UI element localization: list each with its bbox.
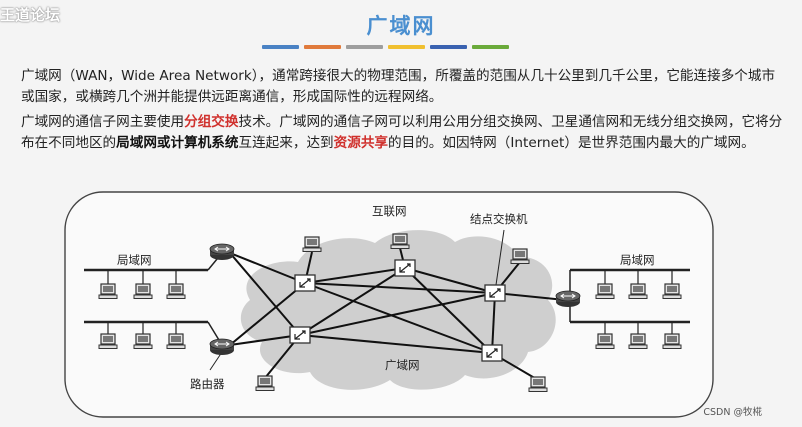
highlight-packet-switching: 分组交换: [184, 114, 239, 130]
computer-icon: [133, 283, 153, 300]
wan-links: [229, 247, 566, 381]
highlight-resource-sharing: 资源共享: [333, 135, 389, 151]
computer-icon: [166, 283, 186, 300]
label-node-switch: 结点交换机: [470, 212, 528, 226]
paragraph-text: 技术。广域网的通信子网可以利用公用分组交换网、卫星通信网和无线分组交换网，它将分…: [21, 114, 783, 151]
router-icon: [209, 338, 235, 356]
node-switch-icon: [394, 259, 416, 277]
computer-icon: [628, 333, 648, 350]
node-switch-icon: [481, 344, 503, 362]
label-router: 路由器: [190, 377, 225, 391]
computer-icon: [166, 333, 186, 350]
computer-icon: [528, 376, 548, 393]
paragraph-text: 的目的。如因特网（Internet）是世界范围内最大的广域网。: [388, 135, 755, 151]
label-internet: 互联网: [372, 204, 407, 218]
color-bar: [388, 45, 425, 49]
forum-watermark: 王道论坛: [0, 6, 61, 24]
node-switch-icon: [294, 274, 316, 292]
paragraph-definition: 广域网（WAN，Wide Area Network），通常跨接很大的物理范围，所…: [21, 68, 776, 105]
color-bar-strip: [262, 45, 509, 49]
color-bar: [346, 45, 383, 49]
computer-icon: [98, 333, 118, 350]
computer-icon: [98, 283, 118, 300]
highlight-lan-or-systems: 局域网或计算机系统: [116, 135, 239, 151]
page-title: 广域网: [366, 14, 436, 38]
computer-icon: [390, 233, 410, 250]
color-bar: [262, 45, 299, 49]
label-lan-left: 局域网: [117, 253, 152, 267]
node-switch-icon: [484, 284, 506, 302]
color-bar: [472, 45, 509, 49]
computer-icon: [510, 248, 530, 265]
computer-icon: [595, 333, 615, 350]
computer-icon: [662, 283, 682, 300]
node-switch-icon: [289, 326, 311, 344]
paragraph-text: 广域网的通信子网主要使用: [21, 114, 185, 130]
wan-cloud: [240, 230, 556, 390]
computer-icon: [662, 333, 682, 350]
computer-icon: [595, 283, 615, 300]
label-lan-right: 局域网: [620, 253, 655, 267]
csdn-watermark: CSDN @牧椛: [703, 407, 762, 418]
computer-icon: [255, 375, 275, 392]
computer-icon: [628, 283, 648, 300]
paragraph-text: 互连起来，达到: [238, 135, 334, 151]
router-icon: [209, 243, 235, 261]
color-bar: [304, 45, 341, 49]
router-icon: [555, 290, 581, 308]
computer-icon: [133, 333, 153, 350]
computer-icon: [302, 236, 322, 253]
paragraph-subnet: 广域网的通信子网主要使用分组交换技术。广域网的通信子网可以利用公用分组交换网、卫…: [21, 112, 783, 154]
label-wan: 广域网: [385, 358, 420, 372]
color-bar: [430, 45, 467, 49]
